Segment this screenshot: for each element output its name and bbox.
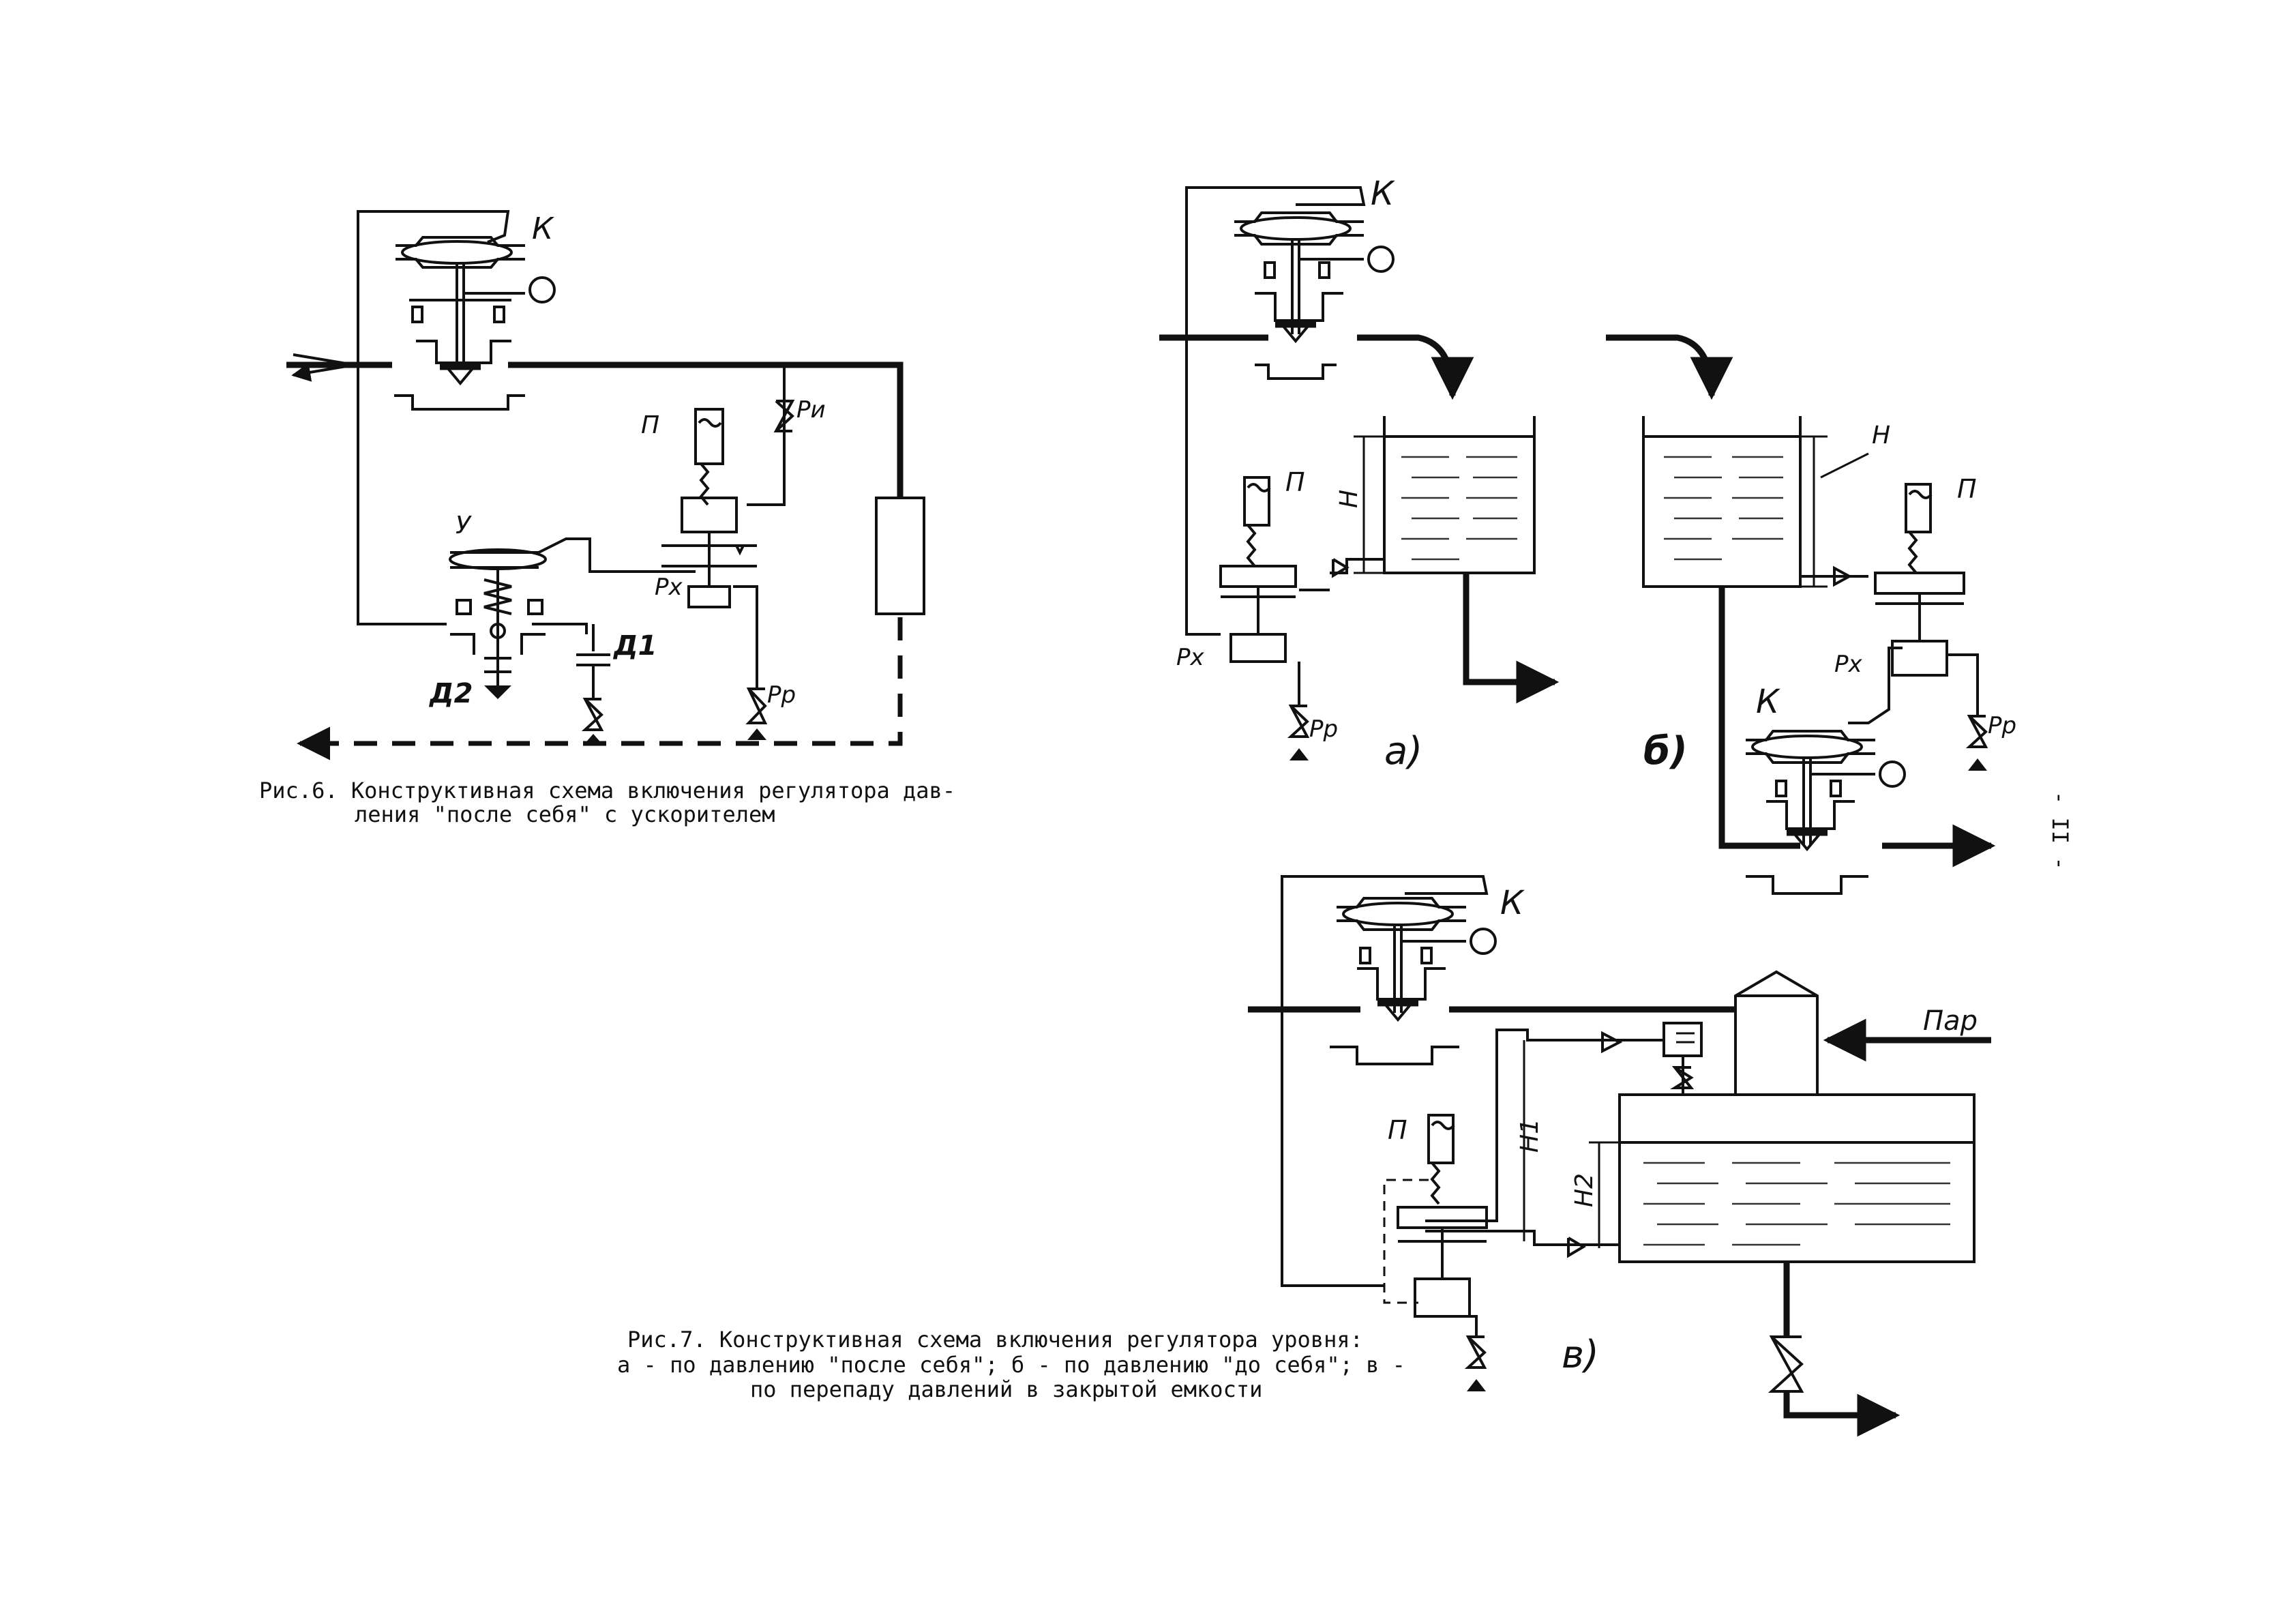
fig7-caption-line3: по перепаду давлений в закрытой емкости (750, 1376, 1262, 1402)
fig7-caption-line2: а - по давлению "после себя"; б - по дав… (617, 1352, 1405, 1378)
label-p: П (1285, 467, 1305, 497)
figure-7b: К П H Px Pр б) (1606, 334, 2016, 895)
label-p: П (641, 411, 659, 439)
tank-a (1383, 416, 1536, 574)
label-h: H (1872, 422, 1890, 449)
label-h: H (1335, 490, 1363, 508)
fig7-caption-line1: Рис.7. Конструктивная схема включения ре… (627, 1327, 1363, 1353)
consumer-block (875, 497, 925, 615)
fig6-caption-line1: Рис.6. Конструктивная схема включения ре… (259, 778, 955, 803)
label-k: К (1371, 175, 1395, 213)
label-p: П (1388, 1115, 1407, 1145)
control-valve-k (1234, 211, 1395, 380)
letter-v: в) (1562, 1333, 1599, 1377)
label-u: У (456, 512, 472, 540)
pilot-valve-p (1874, 483, 1965, 677)
label-k: К (1500, 884, 1525, 922)
label-px: Px (1834, 651, 1863, 678)
figure-7a: К П H Px Pр а) (1159, 175, 1560, 773)
closed-vessel (1618, 1093, 1976, 1263)
label-k: К (532, 211, 554, 246)
pilot-valve-p (1397, 1114, 1488, 1318)
control-valve-k (1330, 897, 1497, 1065)
label-k: К (1756, 683, 1780, 721)
label-steam: Пар (1923, 1005, 1978, 1037)
pilot-valve-p (661, 408, 757, 608)
label-h2: H2 (1570, 1173, 1598, 1207)
control-valve-k (1746, 730, 1906, 895)
pilot-valve-p (1219, 476, 1330, 663)
label-d1: Д1 (612, 630, 657, 662)
fig6-caption-line2: ления "после себя" с ускорителем (355, 801, 775, 827)
figure-6: К П У Pи Px Pр Д1 Д2 Рис.6. Конструктивн… (259, 210, 955, 827)
control-valve-k (394, 236, 556, 411)
label-pi: Pи (796, 396, 826, 424)
letter-a: а) (1384, 729, 1422, 773)
label-pr: Pр (767, 681, 796, 709)
page-number: - II - (2047, 791, 2073, 870)
label-px: Px (655, 574, 683, 601)
steam-dome (1734, 970, 1819, 1095)
label-h1: H1 (1516, 1119, 1544, 1153)
label-d2: Д2 (428, 678, 473, 709)
letter-b: б) (1643, 729, 1688, 773)
tank-b (1642, 416, 1802, 588)
label-px: Px (1176, 644, 1205, 671)
accelerator-u (449, 537, 696, 699)
condensing-vessel (1663, 1022, 1703, 1057)
label-pr: Pр (1988, 712, 2016, 739)
label-pr: Pр (1309, 715, 1338, 743)
figure-7v: К П H1 H2 Пар в) (1248, 875, 1991, 1437)
label-p: П (1957, 474, 1977, 504)
